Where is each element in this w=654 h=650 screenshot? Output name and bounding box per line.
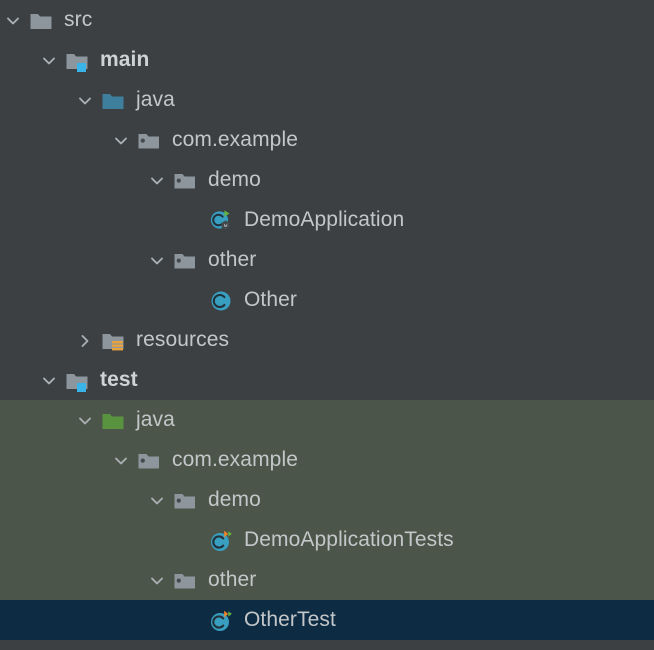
twisty-placeholder <box>180 600 206 640</box>
tree-row-label: demo <box>208 488 261 511</box>
indent-spacer <box>0 520 180 560</box>
chevron-down-icon[interactable] <box>72 400 98 440</box>
tree-row[interactable]: main <box>0 40 654 80</box>
tree-row-label: java <box>136 408 175 431</box>
folder-module-icon <box>62 40 94 80</box>
indent-spacer <box>0 560 144 600</box>
tree-row-label: resources <box>136 328 230 351</box>
tree-row[interactable]: java <box>0 400 654 440</box>
chevron-down-icon[interactable] <box>144 160 170 200</box>
package-icon <box>170 240 202 280</box>
indent-spacer <box>0 600 180 640</box>
folder-source-blue-icon <box>98 80 130 120</box>
tree-row[interactable]: other <box>0 560 654 600</box>
folder-plain-icon <box>26 0 58 40</box>
package-icon <box>170 560 202 600</box>
chevron-down-icon[interactable] <box>144 560 170 600</box>
folder-test-green-icon <box>98 400 130 440</box>
tree-row-label: com.example <box>172 448 298 471</box>
indent-spacer <box>0 80 72 120</box>
tree-row-label: main <box>100 48 150 71</box>
tree-row-label: java <box>136 88 175 111</box>
tree-row-label: other <box>208 248 257 271</box>
indent-spacer <box>0 120 108 160</box>
tree-row-label: test <box>100 368 138 391</box>
class-springboot-run-icon <box>206 200 238 240</box>
indent-spacer <box>0 320 72 360</box>
chevron-down-icon[interactable] <box>108 440 134 480</box>
chevron-right-icon[interactable] <box>72 320 98 360</box>
tree-row[interactable]: com.example <box>0 440 654 480</box>
class-test-run-icon <box>206 600 238 640</box>
chevron-down-icon[interactable] <box>144 480 170 520</box>
tree-row-label: OtherTest <box>244 608 336 631</box>
package-icon <box>134 120 166 160</box>
twisty-placeholder <box>180 200 206 240</box>
chevron-down-icon[interactable] <box>108 120 134 160</box>
tree-row[interactable]: Other <box>0 280 654 320</box>
chevron-down-icon[interactable] <box>144 240 170 280</box>
indent-spacer <box>0 160 144 200</box>
tree-row-label: com.example <box>172 128 298 151</box>
folder-resources-icon <box>98 320 130 360</box>
package-icon <box>170 160 202 200</box>
indent-spacer <box>0 200 180 240</box>
tree-row[interactable]: demo <box>0 160 654 200</box>
indent-spacer <box>0 440 108 480</box>
chevron-down-icon[interactable] <box>72 80 98 120</box>
twisty-placeholder <box>180 280 206 320</box>
indent-spacer <box>0 240 144 280</box>
class-test-run-icon <box>206 520 238 560</box>
tree-row[interactable]: OtherTest <box>0 600 654 640</box>
package-icon <box>134 440 166 480</box>
folder-module-icon <box>62 360 94 400</box>
tree-row[interactable]: java <box>0 80 654 120</box>
tree-row-label: DemoApplicationTests <box>244 528 454 551</box>
tree-row-label: src <box>64 8 93 31</box>
tree-row[interactable]: other <box>0 240 654 280</box>
tree-row-label: Other <box>244 288 298 311</box>
tree-row[interactable]: src <box>0 0 654 40</box>
tree-row-label: demo <box>208 168 261 191</box>
chevron-down-icon[interactable] <box>36 360 62 400</box>
indent-spacer <box>0 280 180 320</box>
package-icon <box>170 480 202 520</box>
class-icon <box>206 280 238 320</box>
chevron-down-icon[interactable] <box>36 40 62 80</box>
indent-spacer <box>0 400 72 440</box>
tree-row[interactable]: demo <box>0 480 654 520</box>
indent-spacer <box>0 360 36 400</box>
tree-row[interactable]: com.example <box>0 120 654 160</box>
tree-row[interactable]: resources <box>0 320 654 360</box>
tree-row[interactable]: DemoApplicationTests <box>0 520 654 560</box>
twisty-placeholder <box>180 520 206 560</box>
indent-spacer <box>0 480 144 520</box>
tree-row-label: other <box>208 568 257 591</box>
chevron-down-icon[interactable] <box>0 0 26 40</box>
tree-row[interactable]: test <box>0 360 654 400</box>
tree-row-label: DemoApplication <box>244 208 405 231</box>
tree-row[interactable]: DemoApplication <box>0 200 654 240</box>
indent-spacer <box>0 40 36 80</box>
